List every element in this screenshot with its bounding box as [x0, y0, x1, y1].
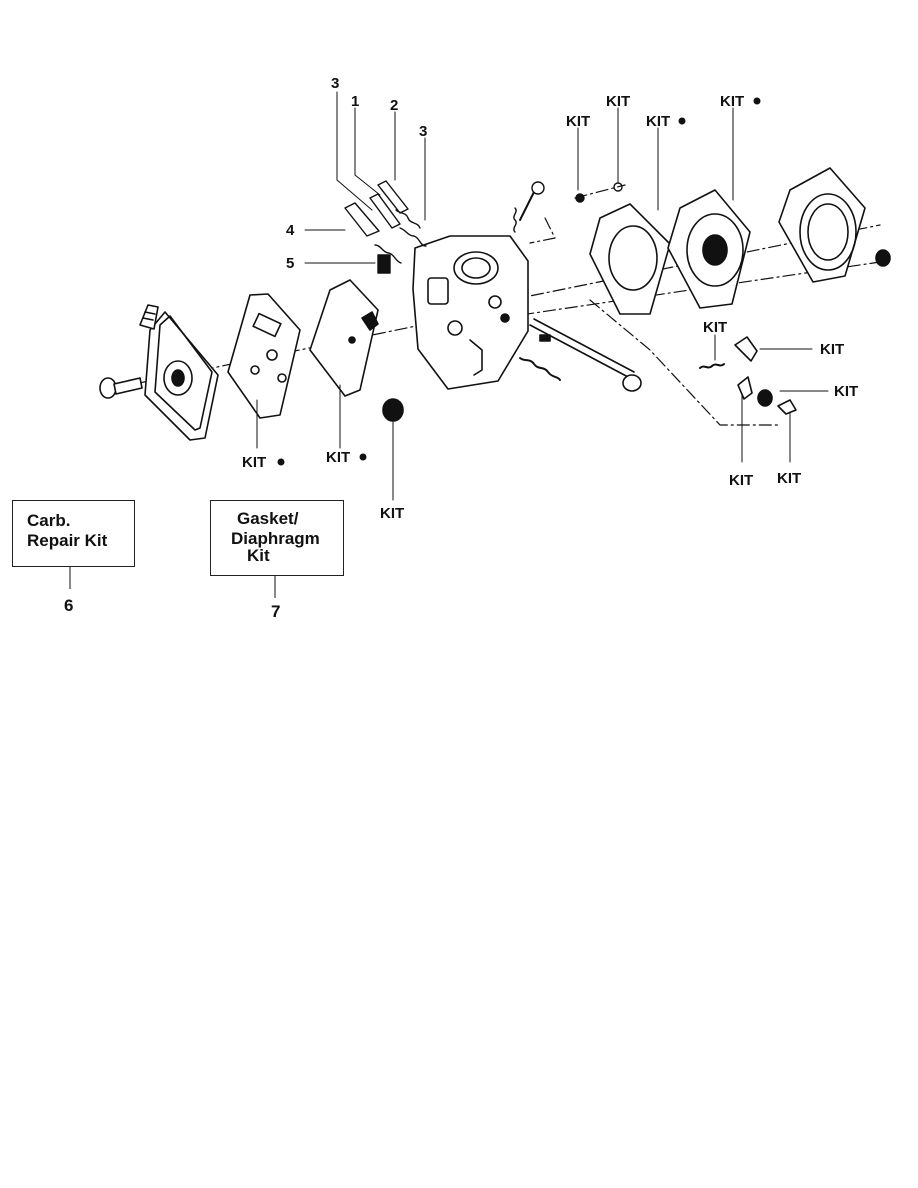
kit-label-left-3: KIT	[380, 505, 404, 522]
kit-label-right-1: KIT	[703, 319, 727, 336]
gasket-kit-line-1: Gasket/	[237, 509, 299, 528]
callout-5: 5	[286, 255, 294, 272]
carburetor-body	[412, 235, 529, 390]
kit-bullet-left-2	[359, 453, 367, 461]
cover-screw	[99, 377, 143, 399]
metering-cover	[778, 167, 891, 283]
callout-4: 4	[286, 222, 295, 239]
kit-label-top-4: KIT	[720, 93, 744, 110]
kit-label-top-2: KIT	[606, 93, 630, 110]
metering-lever-parts	[382, 336, 797, 422]
gasket-kit-line-2: Diaphragm	[231, 529, 320, 548]
kit-label-left-1: KIT	[242, 454, 266, 471]
kit-label-left-2: KIT	[326, 449, 350, 466]
gasket-kit-line-3: Kit	[247, 546, 270, 565]
kit-bullet-left-1	[277, 458, 285, 466]
callout-3-right: 3	[419, 123, 427, 140]
metering-diaphragm	[667, 189, 751, 309]
pump-diaphragm	[309, 279, 379, 397]
carburetor-exploded-diagram: 3 1 2 3 4 5 KIT KIT KIT KIT KIT KIT KIT …	[99, 75, 891, 522]
pump-cover-plate	[144, 311, 219, 441]
needle-springs	[344, 180, 623, 274]
kit-bullet-top-4	[753, 97, 761, 105]
metering-gasket	[589, 203, 671, 315]
kit-bullet-top-3	[678, 117, 686, 125]
gasket-diaphragm-kit-box: Gasket/ Diaphragm Kit	[210, 500, 344, 576]
callout-3-left: 3	[331, 75, 339, 92]
fuel-inlet-fitting	[139, 304, 159, 330]
repair-kit-number: 6	[64, 596, 74, 615]
repair-kit-line-2: Repair Kit	[27, 531, 108, 550]
repair-kit-line-1: Carb.	[27, 511, 71, 530]
kit-label-bottom-2: KIT	[777, 470, 801, 487]
carb-repair-kit-box: Carb. Repair Kit	[12, 500, 135, 567]
pump-gasket	[227, 293, 301, 419]
gasket-kit-number: 7	[271, 602, 281, 621]
callout-1: 1	[351, 93, 359, 110]
kit-label-bottom-1: KIT	[729, 472, 753, 489]
gasket-kit-leader	[274, 576, 276, 598]
kit-label-right-3: KIT	[834, 383, 858, 400]
callout-2: 2	[390, 97, 398, 114]
kit-label-top-3: KIT	[646, 113, 670, 130]
kit-label-right-2: KIT	[820, 341, 844, 358]
leader-lines	[256, 91, 829, 501]
throttle-shaft	[519, 318, 642, 392]
repair-kit-leader	[69, 567, 71, 589]
kit-label-top-1: KIT	[566, 113, 590, 130]
